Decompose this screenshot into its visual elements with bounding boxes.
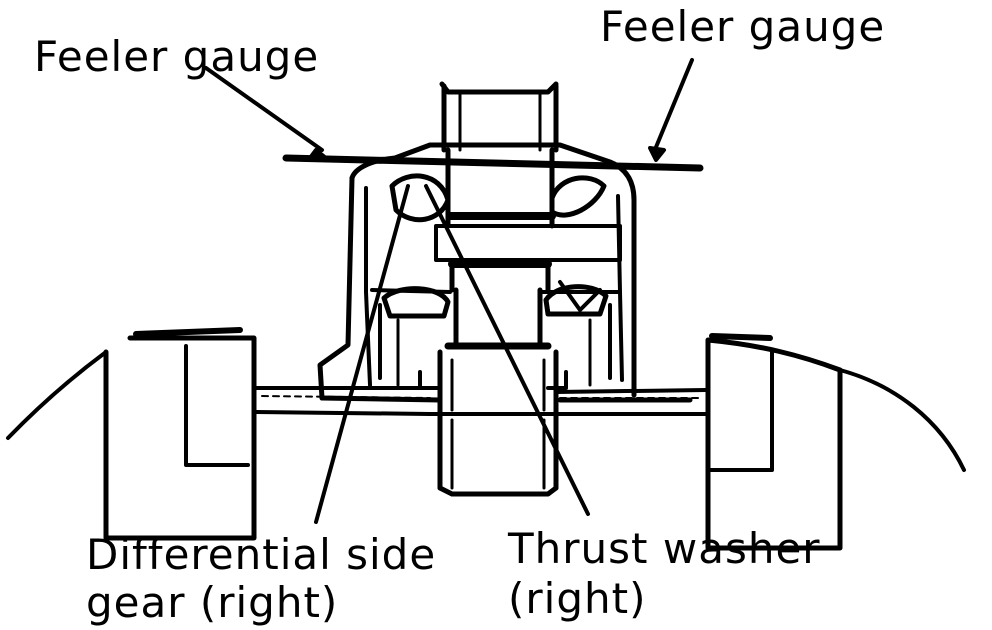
side-gear-label-line2: gear (right) (86, 578, 339, 627)
differential-case (254, 142, 708, 416)
feeler-gauge-blade (282, 154, 704, 172)
left-housing (6, 327, 257, 541)
pinion-gears (381, 173, 622, 319)
thrust-washer-label-line1: Thrust washer (508, 524, 821, 573)
feeler-gauge-label-right: Feeler gauge (600, 2, 886, 51)
thrust-washer-label-line2: (right) (508, 574, 647, 623)
feeler-gauge-label-left: Feeler gauge (34, 32, 320, 81)
side-gear-label-line1: Differential side (86, 530, 437, 579)
right-housing (705, 333, 966, 551)
leader-lines (204, 58, 694, 524)
side-gears (428, 81, 568, 497)
